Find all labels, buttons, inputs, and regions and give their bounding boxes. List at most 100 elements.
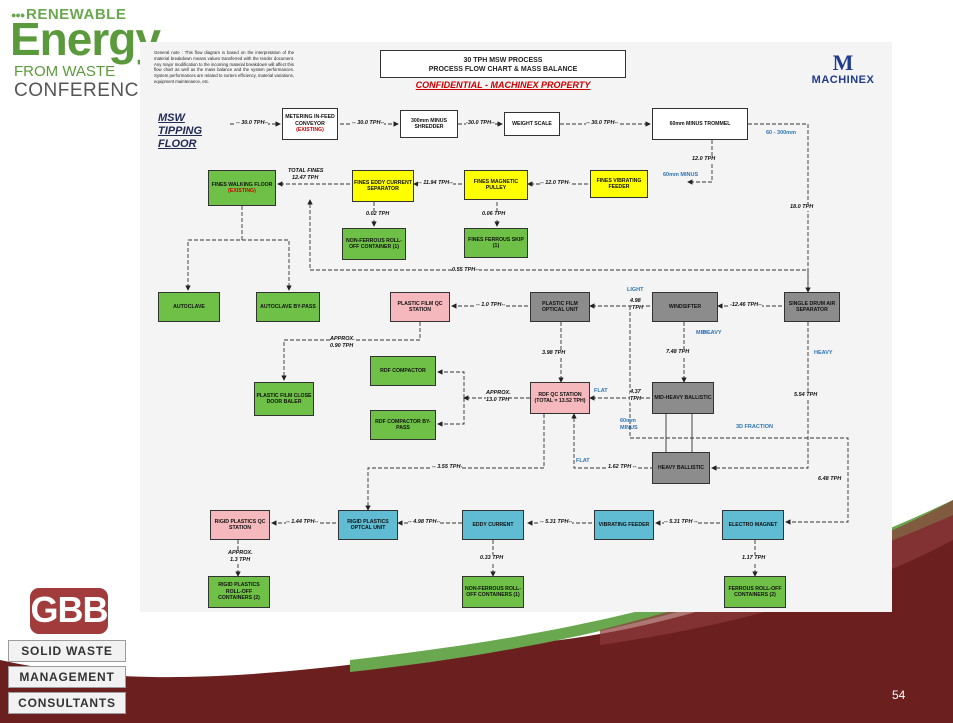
metering-label: METERING IN-FEED CONVEYOR xyxy=(285,114,335,127)
rdf-compactor-bypass-box: RDF COMPACTOR BY-PASS xyxy=(370,410,436,440)
chart-title: 30 TPH MSW PROCESS PROCESS FLOW CHART & … xyxy=(380,50,626,78)
gbb-line2: MANAGEMENT xyxy=(8,666,126,688)
metering-conveyor-box: METERING IN-FEED CONVEYOR (EXISTING) xyxy=(282,108,338,140)
flow-label: -- 30.0 TPH-- xyxy=(586,120,619,127)
flow-label: HEAVY xyxy=(814,350,833,356)
ferrous-rolloff-box: FERROUS ROLL-OFF CONTAINERS (2) xyxy=(724,576,786,608)
flow-label: 1.17 TPH xyxy=(742,555,766,562)
plastic-film-optical-box: PLASTIC FILM OPTICAL UNIT xyxy=(530,292,590,322)
logo-renewable: RENEWABLE xyxy=(26,6,127,23)
machinex-mark: M xyxy=(832,50,854,75)
flow-label: 3D FRACTION xyxy=(736,424,773,430)
mid-heavy-ballistic-box: MID-HEAVY BALLISTIC xyxy=(652,382,714,414)
flow-label: -- 5.31 TPH-- xyxy=(540,519,573,526)
flow-label: 60mm xyxy=(620,418,636,424)
flow-label: MID xyxy=(696,330,707,336)
flow-label: 4.37 xyxy=(630,389,641,396)
flow-label: 1.62 TPH -- xyxy=(608,464,637,471)
fines-eddy-box: FINES EDDY CURRENT SEPARATOR xyxy=(352,170,414,202)
title-line2: PROCESS FLOW CHART & MASS BALANCE xyxy=(428,66,578,73)
eddy-current-box: EDDY CURRENT xyxy=(462,510,524,540)
flow-label: 13.0 TPH xyxy=(486,397,510,404)
rdf-qc-box: RDF QC STATION (TOTAL = 13.52 TPH) xyxy=(530,382,590,414)
flow-label: 4.98 xyxy=(630,298,641,305)
electro-magnet-box: ELECTRO MAGNET xyxy=(722,510,784,540)
flow-label: LIGHT xyxy=(627,287,644,293)
flow-label: 7.48 TPH xyxy=(666,349,690,356)
machinex-name: MACHINEX xyxy=(811,74,875,86)
gbb-line1: SOLID WASTE xyxy=(8,640,126,662)
autoclave-bypass-box: AUTOCLAVE BY-PASS xyxy=(256,292,320,322)
flow-label: 12.47 TPH xyxy=(292,175,319,182)
fines-feeder-box: FINES VIBRATING FEEDER xyxy=(590,170,648,198)
gbb-mark-text: GBB xyxy=(30,589,109,630)
flow-label: -12.46 TPH-- xyxy=(730,302,762,309)
weight-scale-box: WEIGHT SCALE xyxy=(504,112,560,136)
gbb-mark-icon xyxy=(28,586,110,636)
flow-label: FLAT xyxy=(594,388,608,394)
flow-label: 0.90 TPH xyxy=(330,343,354,350)
logo-from-waste: FROM WASTE xyxy=(14,63,116,80)
flow-label: HEAVY xyxy=(703,330,722,336)
logo-energy: Energy xyxy=(10,13,161,65)
flow-label: APPROX. xyxy=(228,550,253,557)
rigid-plastics-qc-box: RIGID PLASTICS QC STATION xyxy=(210,510,270,540)
flow-label: 1.3 TPH xyxy=(230,557,251,564)
flow-label: -- 11.94 TPH-- xyxy=(418,180,453,187)
flow-label: APPROX. xyxy=(330,336,355,343)
flow-label: 3.98 TPH xyxy=(542,350,566,357)
gbb-line3: CONSULTANTS xyxy=(8,692,126,714)
flow-label: -- 5.31 TPH -- xyxy=(664,519,698,526)
flow-label: TPH xyxy=(632,305,643,312)
flow-label: APPROX. xyxy=(486,390,511,397)
flow-label: 6.48 TPH xyxy=(818,476,842,483)
fines-pulley-box: FINES MAGNETIC PULLEY xyxy=(464,170,528,200)
title-line1: 30 TPH MSW PROCESS xyxy=(463,57,543,64)
rdf-compactor-box: RDF COMPACTOR xyxy=(370,356,436,386)
fines-walking-floor-box: FINES WALKING FLOOR (EXISTING) xyxy=(208,170,276,206)
flow-label: TPH xyxy=(630,396,641,403)
nonferrous-container-2-box: NON-FERROUS ROLL-OFF CONTAINERS (1) xyxy=(462,576,524,608)
flow-label: 60mm MINUS xyxy=(663,172,699,178)
flow-label: 60 - 300mm xyxy=(766,130,796,136)
general-note: General note : This flow diagram is base… xyxy=(154,50,294,84)
trommel-box: 60mm MINUS TROMMEL xyxy=(652,108,748,140)
flow-label: -- 12.0 TPH- xyxy=(540,180,571,187)
confidential-label: CONFIDENTIAL - MACHINEX PROPERTY xyxy=(415,80,591,90)
flow-label: 12.0 TPH xyxy=(692,156,716,163)
flow-label: 18.0 TPH xyxy=(790,204,814,211)
plastic-film-baler-box: PLASTIC FILM CLOSE DOOR BALER xyxy=(254,382,314,416)
flow-label: -- 30.0 TPH-- xyxy=(236,120,269,127)
flow-label: -30.0 TPH-- xyxy=(466,120,495,127)
fines-floor-label: FINES WALKING FLOOR xyxy=(211,181,273,188)
rdf-qc-label: RDF QC STATION xyxy=(538,391,582,398)
page-number: 54 xyxy=(892,688,906,702)
flow-label: -- 30.0 TPH-- xyxy=(352,120,385,127)
shredder-box: 300mm MINUS SHREDDER xyxy=(400,110,458,138)
flow-label: -- 4.98 TPH-- xyxy=(408,519,441,526)
flow-label: 0.02 TPH xyxy=(366,211,390,218)
flow-label: -- 1.44 TPH-- xyxy=(286,519,319,526)
flow-label: 0.33 TPH xyxy=(480,555,504,562)
nonferrous-container-1-box: NON-FERROUS ROLL-OFF CONTAINER (1) xyxy=(342,228,406,260)
windsifter-box: WINDSIFTER xyxy=(652,292,718,322)
flow-label: 0.06 TPH xyxy=(482,211,506,218)
plastic-film-qc-box: PLASTIC FILM QC STATION xyxy=(390,292,450,322)
autoclave-box: AUTOCLAVE xyxy=(158,292,220,322)
metering-existing: (EXISTING) xyxy=(296,127,324,134)
msw-tipping-floor-label: MSW TIPPING FLOOR xyxy=(158,112,203,150)
rigid-plastics-optical-box: RIGID PLASTICS OPTCAL UNIT xyxy=(338,510,398,540)
flow-label: 5.54 TPH xyxy=(794,392,818,399)
vibrating-feeder-box: VIBRATING FEEDER xyxy=(594,510,654,540)
logo-dots-icon: ●●● xyxy=(11,10,25,20)
flow-label: -- 1.0 TPH-- xyxy=(476,302,506,309)
conference-logo: ●●● RENEWABLE Energy FROM WASTE CONFEREN… xyxy=(8,6,161,101)
flow-label: FLAT xyxy=(576,458,590,464)
fines-floor-existing: (EXISTING) xyxy=(228,188,256,194)
fines-ferrous-skip-box: FINES FERROUS SKIP (1) xyxy=(464,228,528,258)
rdf-qc-total: (TOTAL = 13.52 TPH) xyxy=(534,398,586,404)
flow-label: TOTAL FINES xyxy=(288,168,324,175)
flow-label: -- 3.55 TPH- xyxy=(432,464,463,471)
heavy-ballistic-box: HEAVY BALLISTIC xyxy=(652,452,710,484)
logo-conference: CONFERENCE xyxy=(14,80,153,101)
